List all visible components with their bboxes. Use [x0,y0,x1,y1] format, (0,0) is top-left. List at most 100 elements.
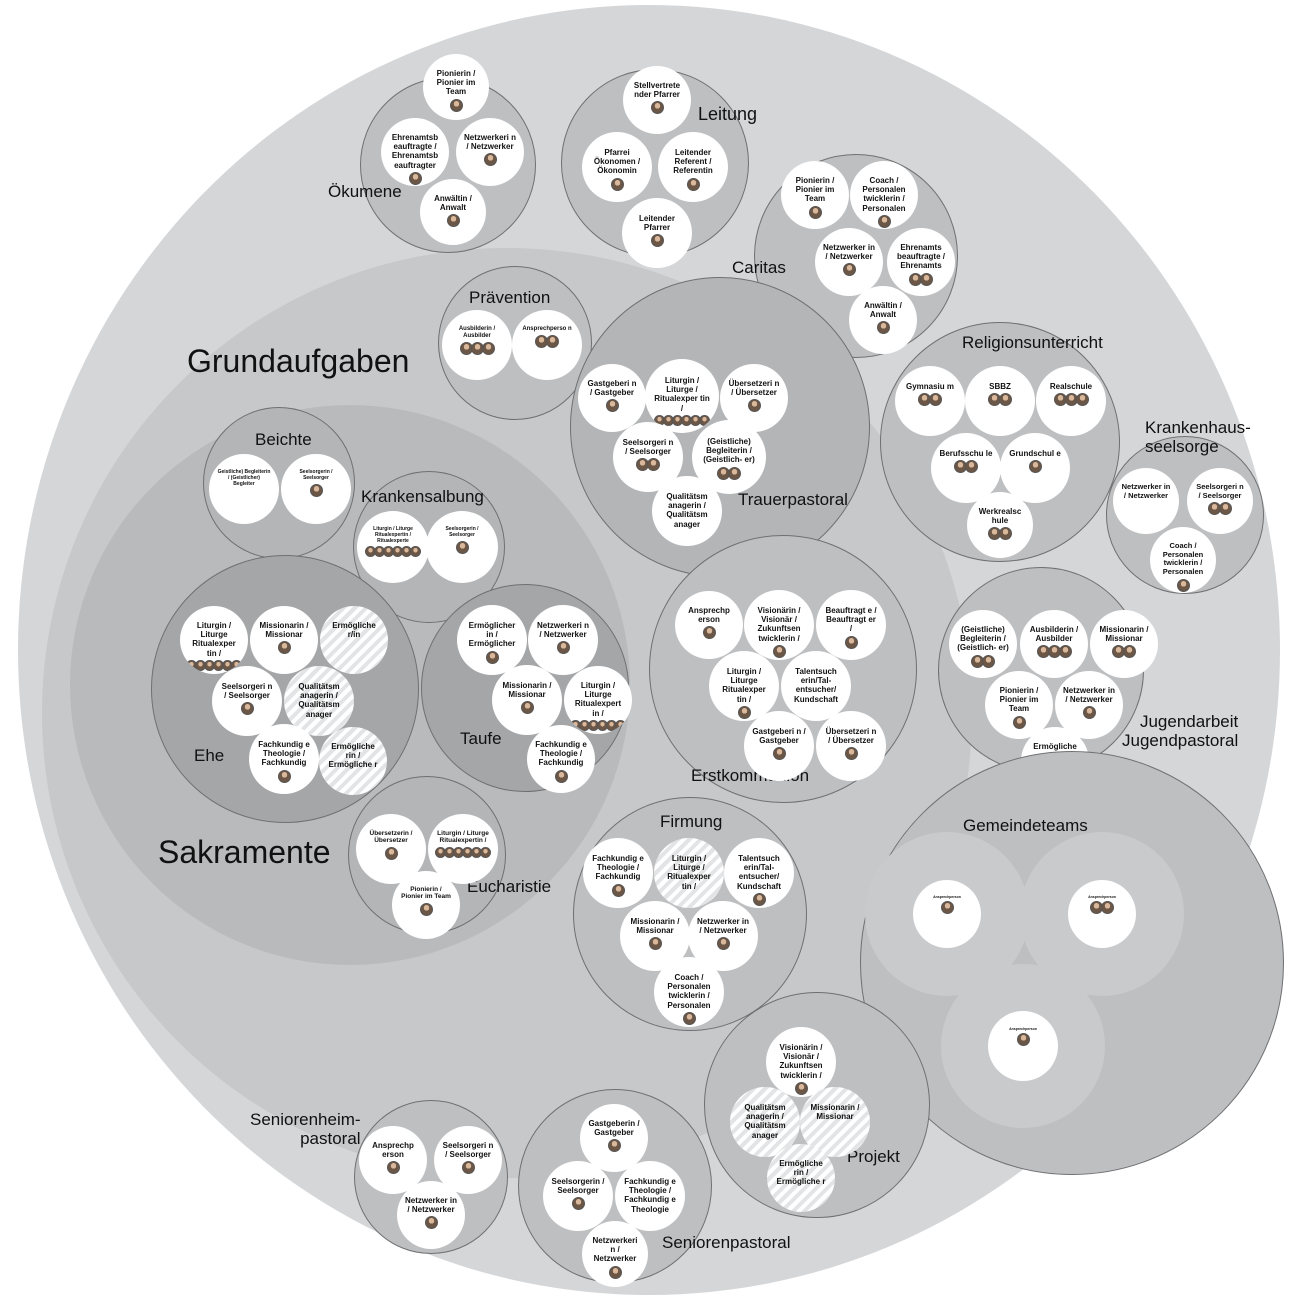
avatar[interactable] [699,414,710,426]
role-circle[interactable]: Liturgin / Liturge Ritualexper tin / [180,606,248,674]
avatar[interactable] [999,393,1012,407]
avatar[interactable] [737,705,751,719]
role-circle[interactable]: Coach / Personalen twicklerin / Personal… [1150,527,1216,593]
avatar[interactable] [650,234,664,248]
avatar[interactable] [607,1139,621,1153]
role-circle[interactable]: Fachkundig e Theologie / Fachkundig e Th… [615,1161,685,1231]
avatar[interactable] [929,393,942,407]
role-circle[interactable]: Netzwerker in / Netzwerker [815,228,883,296]
role-circle[interactable]: (Geistliche) Begleiterin / (Geistlich- e… [949,610,1017,678]
role-circle[interactable]: Ansprechp erson [675,591,743,659]
role-circle[interactable]: Qualitätsm anagerin / Qualitätsm anager [730,1087,800,1157]
avatar[interactable] [424,1216,438,1230]
avatar[interactable] [716,937,730,951]
avatar[interactable] [702,626,716,640]
role-circle[interactable]: Qualitätsm anagerin / Qualitätsm anager [652,476,722,546]
avatar[interactable] [772,747,786,761]
avatar[interactable] [480,846,491,858]
avatar[interactable] [1012,715,1026,729]
role-circle[interactable]: Netzwerker in / Netzwerker [397,1181,465,1249]
avatar[interactable] [842,263,856,277]
avatar[interactable] [876,321,890,335]
role-circle[interactable]: Pionierin / Pionier im Team [392,871,460,939]
role-circle[interactable]: Talentsuch erin/Tal- entsucher/ Kundscha… [724,838,794,908]
avatar[interactable] [483,153,497,167]
role-circle[interactable]: Ansprechperson [988,1011,1058,1081]
avatar[interactable] [1028,460,1042,474]
role-circle[interactable]: Liturgin / Liturge Ritualexpertin / Ritu… [357,511,429,583]
avatar[interactable] [682,1011,696,1025]
role-circle[interactable]: Netzwerker in / Netzwerker [688,901,758,971]
avatar[interactable] [611,883,625,897]
avatar[interactable] [449,98,463,112]
avatar[interactable] [844,635,858,649]
role-circle[interactable]: Pionierin / Pionier im Team [423,54,489,120]
role-circle[interactable]: Fachkundig e Theologie / Fachkundig [527,725,595,793]
role-circle[interactable]: Gastgeberi n / Gastgeber [744,711,814,781]
role-circle[interactable]: Realschule [1036,366,1106,436]
avatar[interactable] [1101,901,1114,915]
avatar[interactable] [808,205,822,219]
role-circle[interactable]: Liturgin / Liturge Ritualexpert in / [564,666,632,734]
avatar[interactable] [728,466,741,480]
avatar[interactable] [485,650,499,664]
role-circle[interactable]: Seelsorgerin / Seelsorger [543,1161,613,1231]
avatar[interactable] [386,1161,400,1175]
role-circle[interactable]: Ermögliche r/in [320,606,388,674]
avatar[interactable] [686,177,700,191]
role-circle[interactable]: Beauftragt e / Beauftragt er / [816,590,886,660]
avatar[interactable] [546,334,559,348]
role-circle[interactable]: Ansprechp erson [359,1126,427,1194]
role-circle[interactable]: Übersetzerin / Übersetzer [356,814,426,884]
avatar[interactable] [1058,645,1072,659]
role-circle[interactable]: Liturgin / Liturge / Ritualexper tin / [645,359,719,433]
avatar[interactable] [1016,1033,1030,1047]
role-circle[interactable]: Netzwerkeri n / Netzwerker [456,118,524,186]
role-circle[interactable]: Werkrealsc hule [967,492,1033,558]
avatar[interactable] [772,644,786,658]
role-circle[interactable]: Seelsorgeri n / Seelsorger [613,422,683,492]
role-circle[interactable]: Missionarin / Missionar [492,665,562,735]
avatar[interactable] [419,902,433,916]
avatar[interactable] [877,214,891,228]
avatar[interactable] [1075,393,1089,407]
avatar[interactable] [384,846,398,860]
avatar[interactable] [554,769,568,783]
avatar[interactable] [455,540,469,554]
role-circle[interactable]: Liturgin / Liturge / Ritualexper tin / [654,838,724,908]
role-circle[interactable]: Seelsorgeri n / Seelsorger [1187,468,1253,534]
avatar[interactable] [1176,578,1190,592]
role-circle[interactable]: Gymnasiu m [895,366,965,436]
avatar[interactable] [844,747,858,761]
role-circle[interactable]: Seelsorgerin / Seelsorger [281,454,351,524]
role-circle[interactable]: Coach / Personalen twicklerin / Personal… [654,957,724,1027]
avatar[interactable] [446,214,460,228]
role-circle[interactable]: Liturgin / Liturge Ritualexper tin / [709,651,779,721]
role-circle[interactable]: Gastgeberin / Gastgeber [580,1104,648,1172]
avatar[interactable] [1082,706,1096,720]
role-circle[interactable]: Ansprechperso n [512,310,582,380]
role-circle[interactable]: Ehrenamtsb eauftragte / Ehrenamtsb eauft… [381,118,449,186]
role-circle[interactable]: Berufsschu le [931,433,1001,503]
role-circle[interactable]: Missionarin / Missionar [800,1087,870,1157]
avatar[interactable] [461,1161,475,1175]
role-circle[interactable]: Ermöglicher in / Ermöglicher [457,605,527,675]
role-circle[interactable]: Missionarin / Missionar [1090,610,1158,678]
role-circle[interactable]: Leitender Referent / Referentin [658,132,728,202]
avatar[interactable] [647,458,660,472]
avatar[interactable] [965,460,978,474]
avatar[interactable] [608,1265,622,1279]
avatar[interactable] [277,769,291,783]
role-circle[interactable]: Seelsorgeri n / Seelsorger [212,666,282,736]
role-circle[interactable]: Netzwerker in / Netzwerker [1113,468,1179,534]
role-circle[interactable]: Fachkundig e Theologie / Fachkundig [583,838,653,908]
role-circle[interactable]: Qualitätsm anagerin / Qualitätsm anager [284,666,354,736]
avatar[interactable] [605,399,619,413]
avatar[interactable] [520,701,534,715]
role-circle[interactable]: Fachkundig e Theologie / Fachkundig [249,724,319,794]
avatar[interactable] [920,272,933,286]
role-circle[interactable]: Ermögliche rin / Ermögliche r [319,727,387,795]
avatar[interactable] [752,892,766,906]
role-circle[interactable]: Ansprechperson [913,880,981,948]
role-circle[interactable]: Leitender Pfarrer [622,198,692,268]
